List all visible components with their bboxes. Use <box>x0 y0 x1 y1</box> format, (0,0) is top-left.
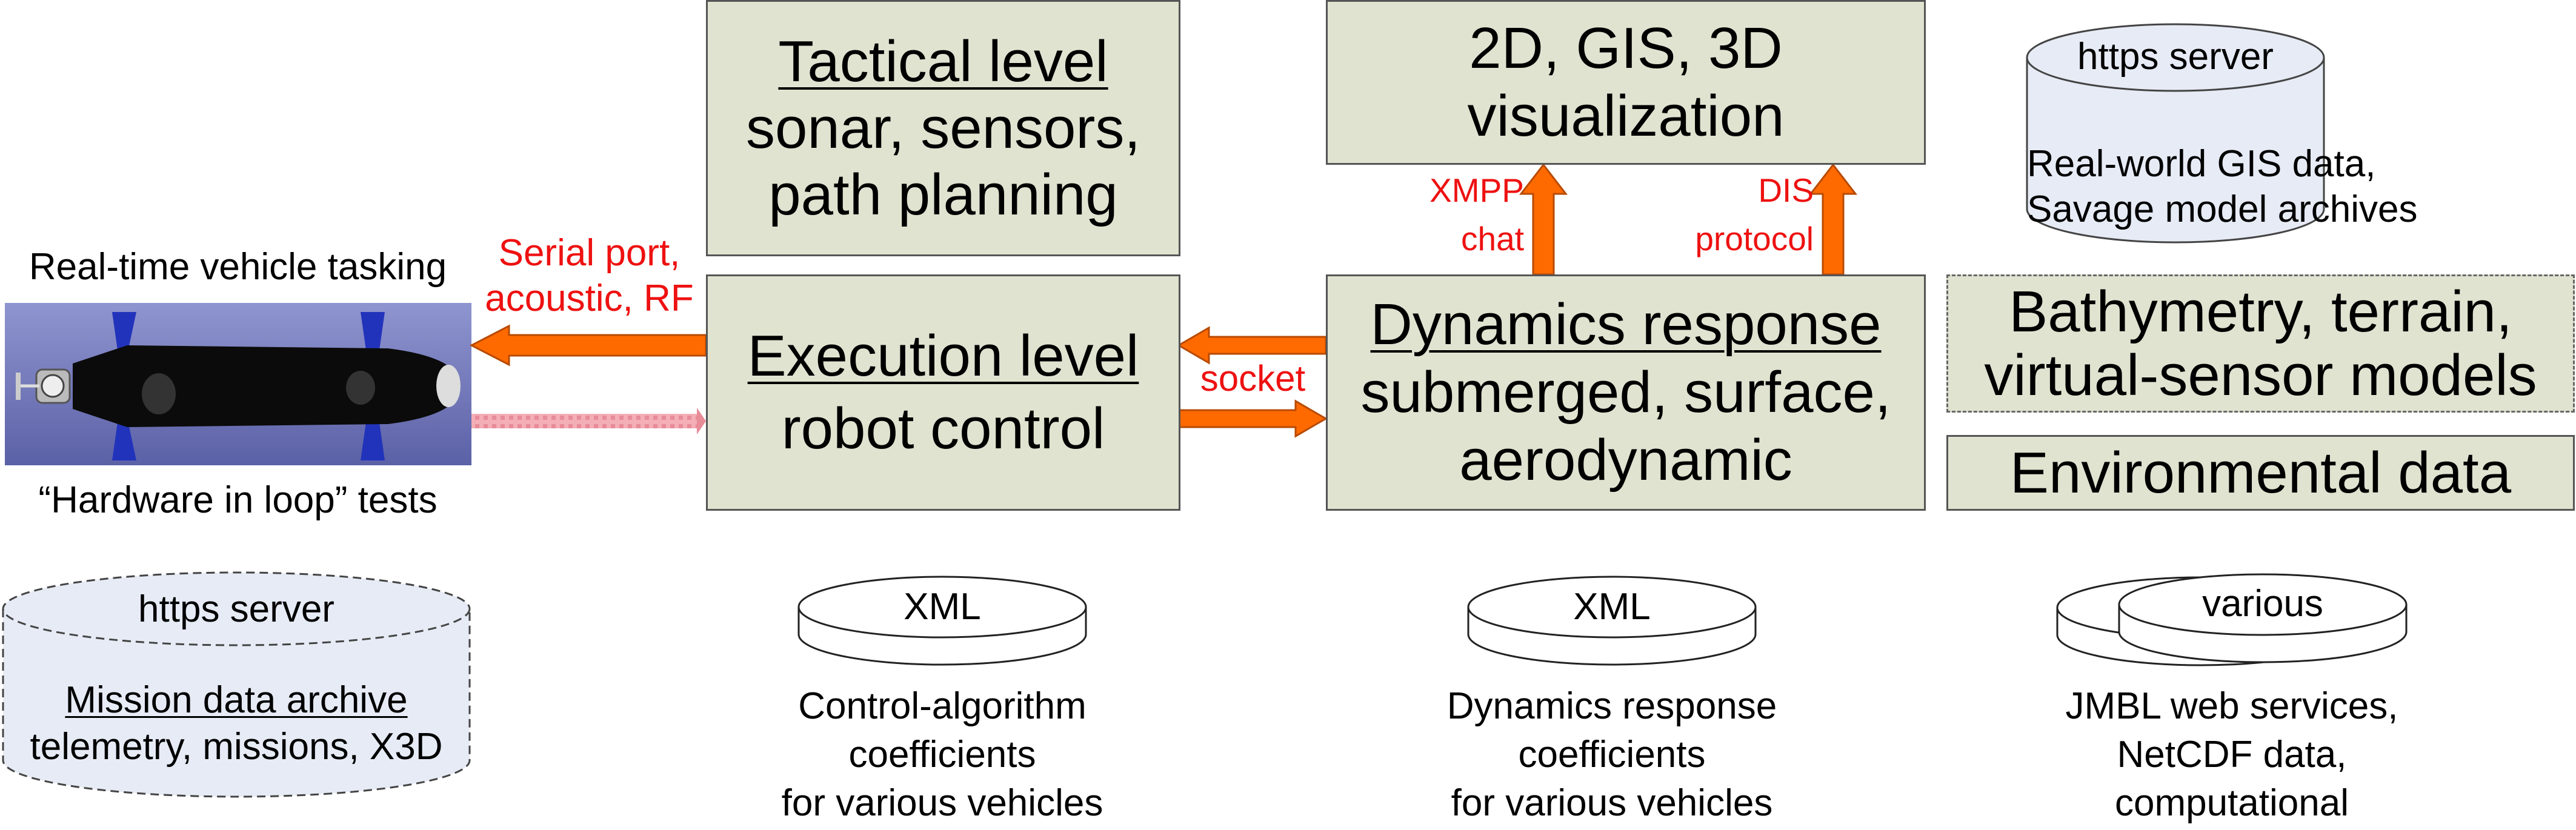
control-caption-line2: coefficients <box>848 734 1036 775</box>
various-caption-line2: NetCDF data, <box>2117 734 2347 775</box>
xml-disk-dynamics-label: XML <box>1573 586 1651 628</box>
vehicle-caption-bottom: “Hardware in loop” tests <box>38 479 438 521</box>
serial-port-label-line1: Serial port, <box>498 232 681 274</box>
server-right-line2: Savage model archives <box>2027 188 2418 230</box>
various-caption-line1: JMBL web services, <box>2065 685 2398 727</box>
vehicle-caption-top: Real-time vehicle tasking <box>28 246 447 288</box>
tactical-level-line1: sonar, sensors, <box>746 95 1140 161</box>
environmental-data-box: Environmental data <box>1946 435 2575 511</box>
auv-vehicle-image <box>5 303 471 465</box>
dynamics-caption-line3: for various vehicles <box>1451 782 1773 824</box>
dynamics-response-line2: aerodynamic <box>1459 428 1792 493</box>
mission-data-archive-label: Mission data archive <box>65 679 408 721</box>
server-left-line1: telemetry, missions, X3D <box>30 726 443 768</box>
dynamics-caption-line2: coefficients <box>1518 734 1706 775</box>
server-left-title: https server <box>138 588 334 630</box>
xml-disk-dynamics <box>1467 576 1757 666</box>
bathymetry-line1: Bathymetry, terrain, <box>2009 279 2512 344</box>
dynamics-response-title: Dynamics response <box>1370 292 1882 357</box>
tactical-level-line2: path planning <box>768 162 1118 227</box>
dis-label-line2: protocol <box>1695 220 1814 257</box>
xmpp-label-line1: XMPP <box>1429 171 1524 209</box>
bathymetry-line2: virtual-sensor models <box>1984 343 2537 408</box>
socket-label: socket <box>1200 358 1306 399</box>
xml-disk-control <box>797 576 1087 666</box>
dynamics-caption-line1: Dynamics response <box>1446 685 1777 727</box>
server-right-title: https server <box>2077 36 2274 78</box>
socket-arrow-right <box>1177 399 1328 438</box>
socket-arrow-left <box>1177 326 1327 365</box>
server-right-cylinder <box>2026 23 2325 244</box>
visualization-line1: 2D, GIS, 3D <box>1469 16 1783 81</box>
xmpp-label-line2: chat <box>1461 220 1524 257</box>
various-disk-label: various <box>2202 583 2323 625</box>
visualization-box: 2D, GIS, 3D visualization <box>1326 0 1926 165</box>
execution-level-title: Execution level <box>747 324 1139 388</box>
xml-disk-control-label: XML <box>904 586 981 628</box>
dis-arrow-up <box>1808 163 1858 276</box>
various-caption-line3: computational <box>2114 782 2349 824</box>
dis-label-line1: DIS <box>1758 171 1814 209</box>
environmental-data-label: Environmental data <box>2009 440 2512 505</box>
control-caption-line1: Control-algorithm <box>798 685 1087 727</box>
server-right-line1: Real-world GIS data, <box>2027 143 2376 185</box>
server-left-cylinder <box>2 571 471 798</box>
serial-port-arrow <box>469 324 707 367</box>
various-disks <box>2056 573 2408 666</box>
xmpp-arrow-up <box>1519 163 1568 276</box>
dynamics-response-box: Dynamics response submerged, surface, ae… <box>1326 274 1926 511</box>
execution-level-box: Execution level robot control <box>706 274 1180 511</box>
server-left-underlined: Mission data archive <box>3 679 470 722</box>
tactical-level-box: Tactical level sonar, sensors, path plan… <box>706 0 1180 256</box>
visualization-line2: visualization <box>1467 84 1785 148</box>
control-caption-line3: for various vehicles <box>781 782 1103 824</box>
dynamics-response-line1: submerged, surface, <box>1360 360 1891 425</box>
execution-level-line1: robot control <box>781 396 1105 461</box>
tactical-level-title: Tactical level <box>778 28 1108 94</box>
bathymetry-box: Bathymetry, terrain, virtual-sensor mode… <box>1946 274 2575 413</box>
hardware-in-loop-link <box>471 408 706 434</box>
serial-port-label-line2: acoustic, RF <box>485 277 694 319</box>
